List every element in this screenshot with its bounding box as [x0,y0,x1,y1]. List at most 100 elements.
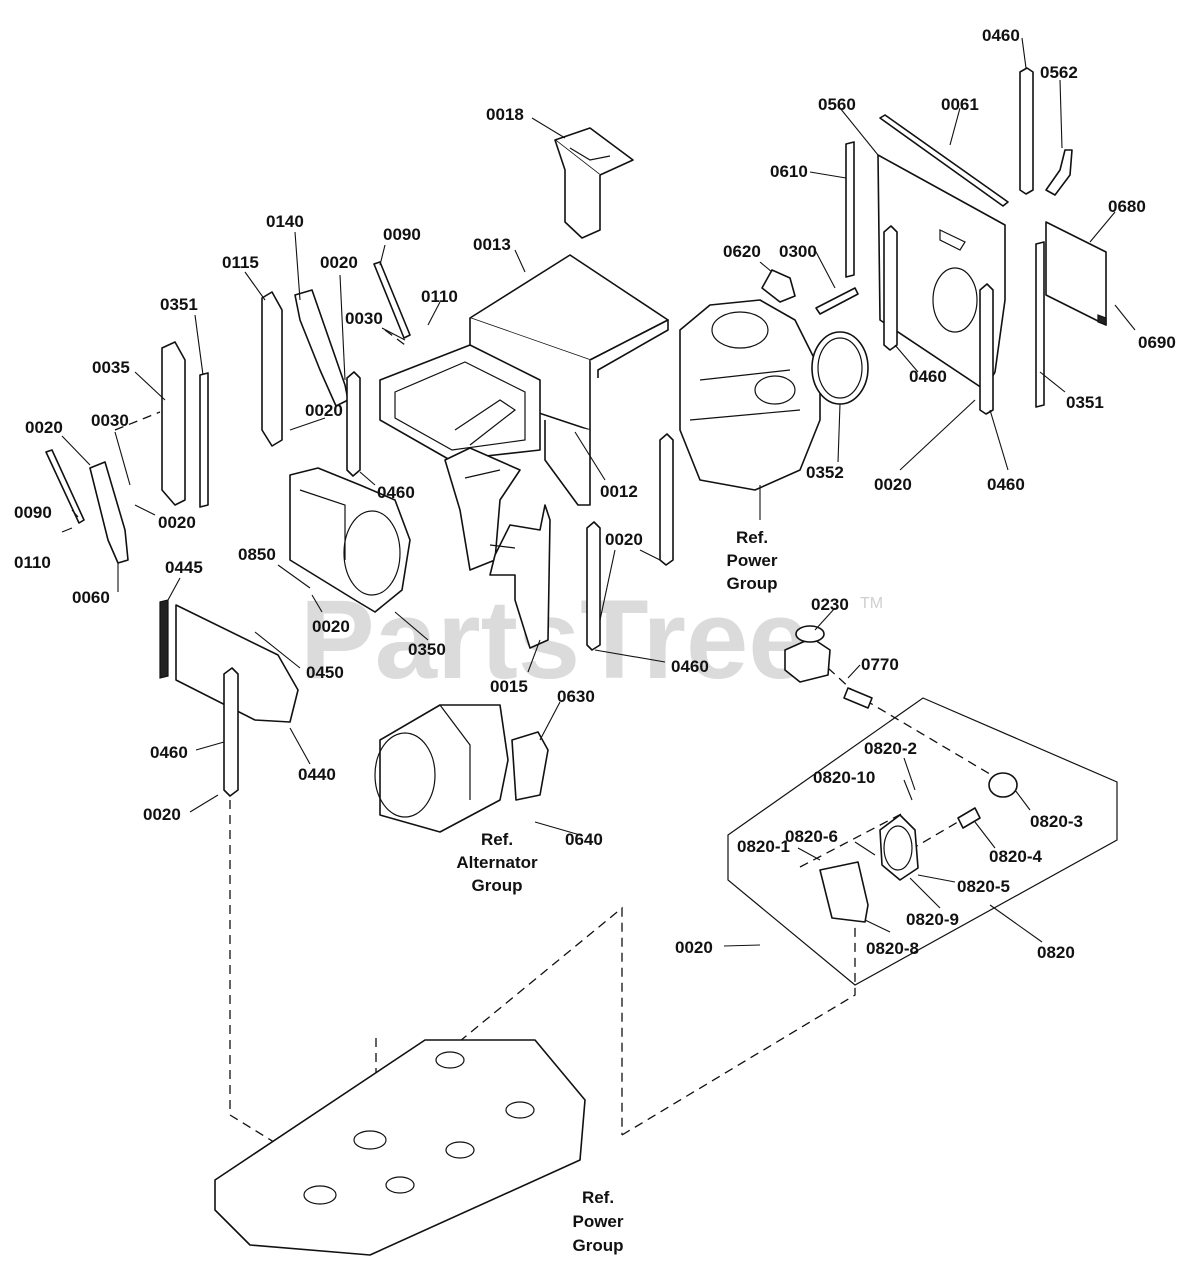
callout-0090-left: 0090 [14,503,52,522]
callout-0020-mid: 0020 [305,401,343,420]
callout-0850: 0850 [238,545,276,564]
ref-alternator-line-2: Alternator [456,853,538,872]
part-0820-regulator [879,814,919,881]
part-0820-4-fitting [957,807,981,829]
callout-0820-8: 0820-8 [866,939,919,958]
callout-0820-10: 0820-10 [813,768,875,787]
part-0460-post-right-top [1019,67,1034,195]
callout-0820-3: 0820-3 [1030,812,1083,831]
part-0460-post-mid-b [659,433,674,566]
base-frame [214,1039,586,1256]
part-0460-post-right-bottom [979,283,994,415]
callout-0061: 0061 [941,95,979,114]
part-0770-fitting [843,687,873,709]
part-0140-brace [294,289,349,407]
part-0013-housing [379,254,669,506]
callout-0630: 0630 [557,687,595,706]
callout-0620: 0620 [723,242,761,261]
callout-0820: 0820 [1037,943,1075,962]
part-0115-frame [261,291,283,447]
callout-0140: 0140 [266,212,304,231]
part-0035-upright [161,341,186,506]
callout-0770: 0770 [861,655,899,674]
callout-0015: 0015 [490,677,528,696]
callout-0020-center: 0020 [605,530,643,549]
callout-0020-left-top: 0020 [25,418,63,437]
ref-power-group-top: Ref. Power Group [726,528,777,593]
part-0090-rod-left [45,449,85,524]
callout-0110-left: 0110 [14,553,51,572]
part-0352-ring [811,331,869,405]
callout-0020-upper: 0020 [320,253,358,272]
part-0680-panel [1045,221,1107,326]
callout-0012: 0012 [600,482,638,501]
callout-0820-5: 0820-5 [957,877,1010,896]
ref-power-top-line-2: Power [726,551,777,570]
part-0230-valve [784,625,831,683]
part-0061-strip [879,114,1009,207]
callout-0690: 0690 [1138,333,1176,352]
callout-0820-2: 0820-2 [864,739,917,758]
callout-0820-9: 0820-9 [906,910,959,929]
callout-0460-center: 0460 [671,657,709,676]
ref-alternator-group: Ref. Alternator Group [456,830,538,895]
part-0560-panel [877,154,1006,391]
callout-0560: 0560 [818,95,856,114]
ref-alternator-line-1: Ref. [481,830,513,849]
callout-0440: 0440 [298,765,336,784]
callout-0460-right-mid: 0460 [909,367,947,386]
callout-0110-upper: 0110 [421,287,458,306]
callout-0350: 0350 [408,640,446,659]
callout-0230: 0230 [811,595,849,614]
part-0460-post-left-bottom [223,667,239,797]
callout-0460-right-top: 0460 [982,26,1020,45]
callout-0351-right: 0351 [1066,393,1104,412]
ref-power-bottom-line-2: Power [572,1212,623,1231]
callout-0060: 0060 [72,588,110,607]
part-0820-8-bracket [819,861,869,923]
ref-power-bottom-line-1: Ref. [582,1188,614,1207]
callout-0610: 0610 [770,162,808,181]
part-0460-post-right-mid [883,225,898,351]
callout-0640: 0640 [565,830,603,849]
ref-power-top-line-3: Group [727,574,778,593]
alternator-assembly [374,704,509,833]
ref-alternator-line-3: Group [472,876,523,895]
part-0018-bracket [554,127,634,239]
callout-0020-regulator: 0020 [675,938,713,957]
callout-0562: 0562 [1040,63,1078,82]
callout-0820-1: 0820-1 [737,837,790,856]
part-0562-bracket [1045,149,1073,196]
callout-0020-left-mid: 0020 [158,513,196,532]
callout-0115: 0115 [222,253,259,272]
part-0090-rod-upper [373,261,411,339]
callout-0300: 0300 [779,242,817,261]
part-0015-support [444,447,551,649]
callout-0820-4: 0820-4 [989,847,1042,866]
callout-0090-upper: 0090 [383,225,421,244]
callout-0013: 0013 [473,235,511,254]
part-0820-kit-outline [727,697,1118,986]
part-0351-strip-right [1035,241,1045,408]
part-0820-3-knob [988,772,1018,798]
callout-0680: 0680 [1108,197,1146,216]
callout-0460-left-top: 0460 [377,483,415,502]
callout-0020-left-bottom: 0020 [143,805,181,824]
callout-0820-6: 0820-6 [785,827,838,846]
callout-labels: 0018 0013 0012 0015 0140 0115 0090 0020 … [14,26,1176,962]
part-0351-strip-left [199,372,209,508]
callout-0445: 0445 [165,558,203,577]
callout-0352: 0352 [806,463,844,482]
callout-0035: 0035 [92,358,130,377]
callout-0450: 0450 [306,663,344,682]
callout-0460-left-bottom: 0460 [150,743,188,762]
callout-0020-frame: 0020 [312,617,350,636]
callout-0030-upper: 0030 [345,309,383,328]
part-0460-post-mid-a [586,521,601,651]
callout-0020-right: 0020 [874,475,912,494]
engine-assembly [679,299,821,491]
part-0445-strip [159,599,169,679]
part-0620-cap [761,269,796,303]
callout-0030-left: 0030 [91,411,129,430]
